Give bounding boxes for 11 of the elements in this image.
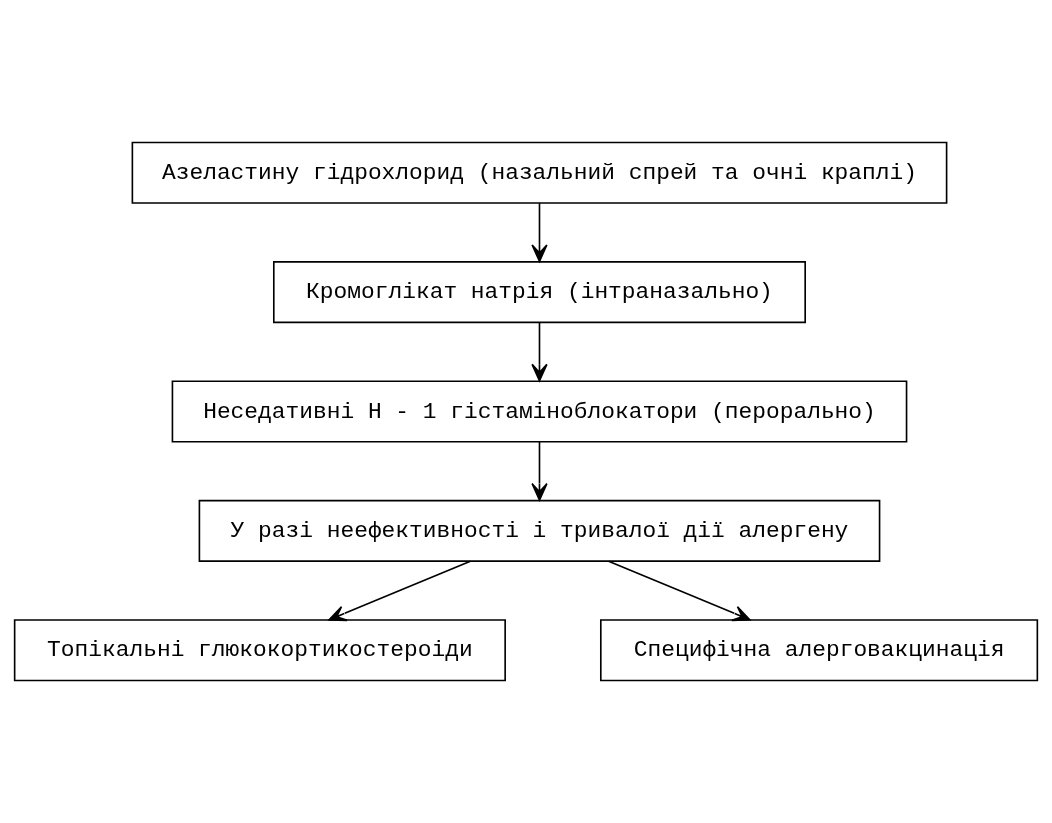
node-box: У разі неефективності і тривалої дії алергену [198,499,881,562]
node-box: Азеластину гідрохлорид (назальний спрей та очні краплі) [131,141,948,204]
arrow [531,441,548,501]
node-box: Неседативні Н - 1 гістаміноблокатори (перорально) [171,380,908,443]
node-box: Топікальні глюкокортикостероіди [13,619,506,682]
arrow [531,202,548,263]
arrow [607,560,751,622]
node-box: Кромоглікат натрія (інтраназально) [273,261,806,324]
node-box: Специфічна алерговакцинація [599,619,1039,682]
arrow [328,560,472,622]
arrow [531,321,548,382]
